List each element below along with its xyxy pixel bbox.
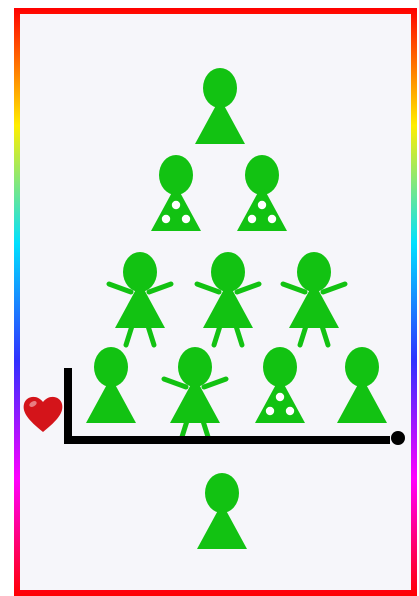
figure-dot xyxy=(172,201,180,209)
bracket-vertical-bar xyxy=(64,368,72,444)
figure-dot xyxy=(258,201,266,209)
black-dot-marker xyxy=(391,431,405,445)
figure-dot xyxy=(276,393,284,401)
figure-dot xyxy=(266,407,274,415)
figure-dot xyxy=(162,215,170,223)
bracket-horizontal-bar xyxy=(64,436,390,444)
figure-dot xyxy=(286,407,294,415)
figure-dot xyxy=(248,215,256,223)
figure-dot xyxy=(182,215,190,223)
figure-dot xyxy=(268,215,276,223)
